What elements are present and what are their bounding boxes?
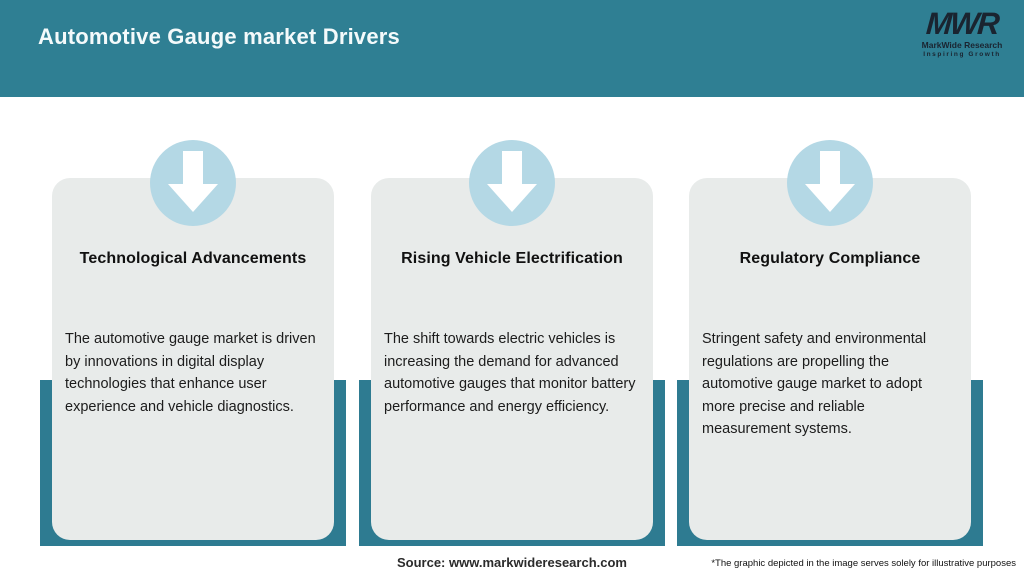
page-title: Automotive Gauge market Drivers bbox=[38, 24, 400, 49]
down-arrow-icon bbox=[469, 140, 555, 226]
disclaimer-note: *The graphic depicted in the image serve… bbox=[711, 558, 1016, 569]
driver-card-group-1: Technological Advancements The automotiv… bbox=[40, 0, 346, 576]
source-note: Source: www.markwideresearch.com bbox=[396, 555, 627, 570]
logo-tagline: Inspiring Growth bbox=[923, 50, 1001, 58]
down-arrow-icon bbox=[787, 140, 873, 226]
card-body: The shift towards electric vehicles is i… bbox=[384, 331, 636, 415]
driver-card: Technological Advancements The automotiv… bbox=[52, 140, 334, 540]
down-arrow-icon bbox=[150, 140, 236, 226]
driver-card-group-2: Rising Vehicle Electrification The shift… bbox=[359, 0, 665, 576]
card-title: Regulatory Compliance bbox=[739, 250, 921, 267]
driver-card: Rising Vehicle Electrification The shift… bbox=[371, 140, 653, 540]
markwide-research-logo: MWR MarkWide Research Inspiring Growth bbox=[912, 6, 1012, 58]
driver-card-group-3: Regulatory Compliance Stringent safety a… bbox=[677, 0, 983, 576]
card-body: Stringent safety and environmental regul… bbox=[702, 331, 927, 437]
logo-name: MarkWide Research bbox=[921, 40, 1003, 50]
card-title: Technological Advancements bbox=[79, 250, 307, 267]
driver-card: Regulatory Compliance Stringent safety a… bbox=[689, 140, 971, 540]
card-title: Rising Vehicle Electrification bbox=[401, 250, 623, 267]
header-bar: Automotive Gauge market Drivers MWR Mark… bbox=[0, 0, 1024, 97]
card-body: The automotive gauge market is driven by… bbox=[65, 331, 316, 415]
